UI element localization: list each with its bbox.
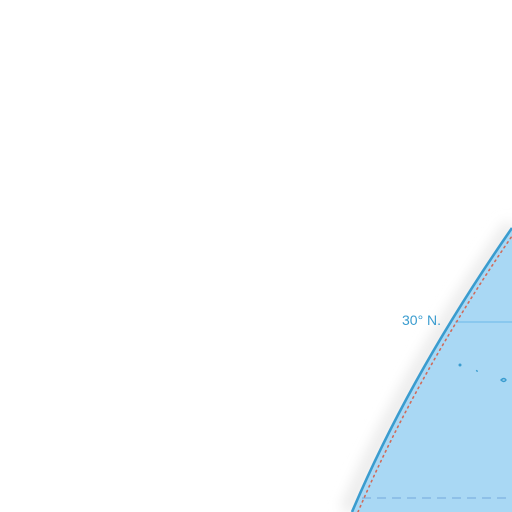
ocean-area (352, 228, 512, 512)
island-group (458, 363, 507, 383)
globe-outline (350, 227, 512, 512)
latitude-label-30n: 30° N. (402, 312, 441, 328)
island (475, 369, 479, 373)
island (500, 377, 507, 383)
globe-edge-dots (357, 235, 512, 512)
globe-halo (339, 220, 512, 512)
island (458, 363, 462, 367)
